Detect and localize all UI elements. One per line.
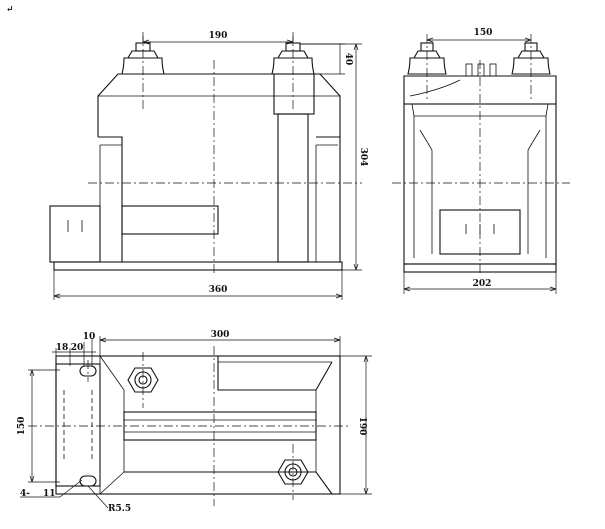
dim-front-terminal-height: 40 <box>343 53 353 66</box>
dim-side-base-width: 202 <box>473 279 492 289</box>
dim-plan-hole-count: 4- <box>20 489 30 499</box>
dim-plan-hole-dia: 11 <box>43 489 56 499</box>
dim-side-terminal-spacing: 150 <box>474 28 493 38</box>
dim-front-terminal-spacing: 190 <box>209 31 228 41</box>
plan-slot-top <box>79 360 97 382</box>
dim-plan-length: 300 <box>211 330 230 340</box>
side-view: 150 202 <box>392 28 570 294</box>
dim-plan-offset-c: 10 <box>83 332 96 342</box>
front-view: 190 40 304 360 <box>49 31 368 300</box>
corner-mark: ↵ <box>6 5 14 15</box>
plan-view: 300 18 20 10 150 190 4- 11 R5.5 <box>17 330 372 514</box>
dim-plan-width-right: 190 <box>357 417 367 436</box>
plan-slot-bottom <box>79 475 97 487</box>
dim-plan-width-left: 150 <box>17 417 27 436</box>
dim-plan-slot-radius: R5.5 <box>108 504 131 514</box>
dim-plan-offset-a: 18 <box>56 343 69 353</box>
dim-front-overall-height: 304 <box>358 148 368 167</box>
dim-plan-offset-b: 20 <box>71 343 84 353</box>
dim-front-base-length: 360 <box>209 285 228 295</box>
